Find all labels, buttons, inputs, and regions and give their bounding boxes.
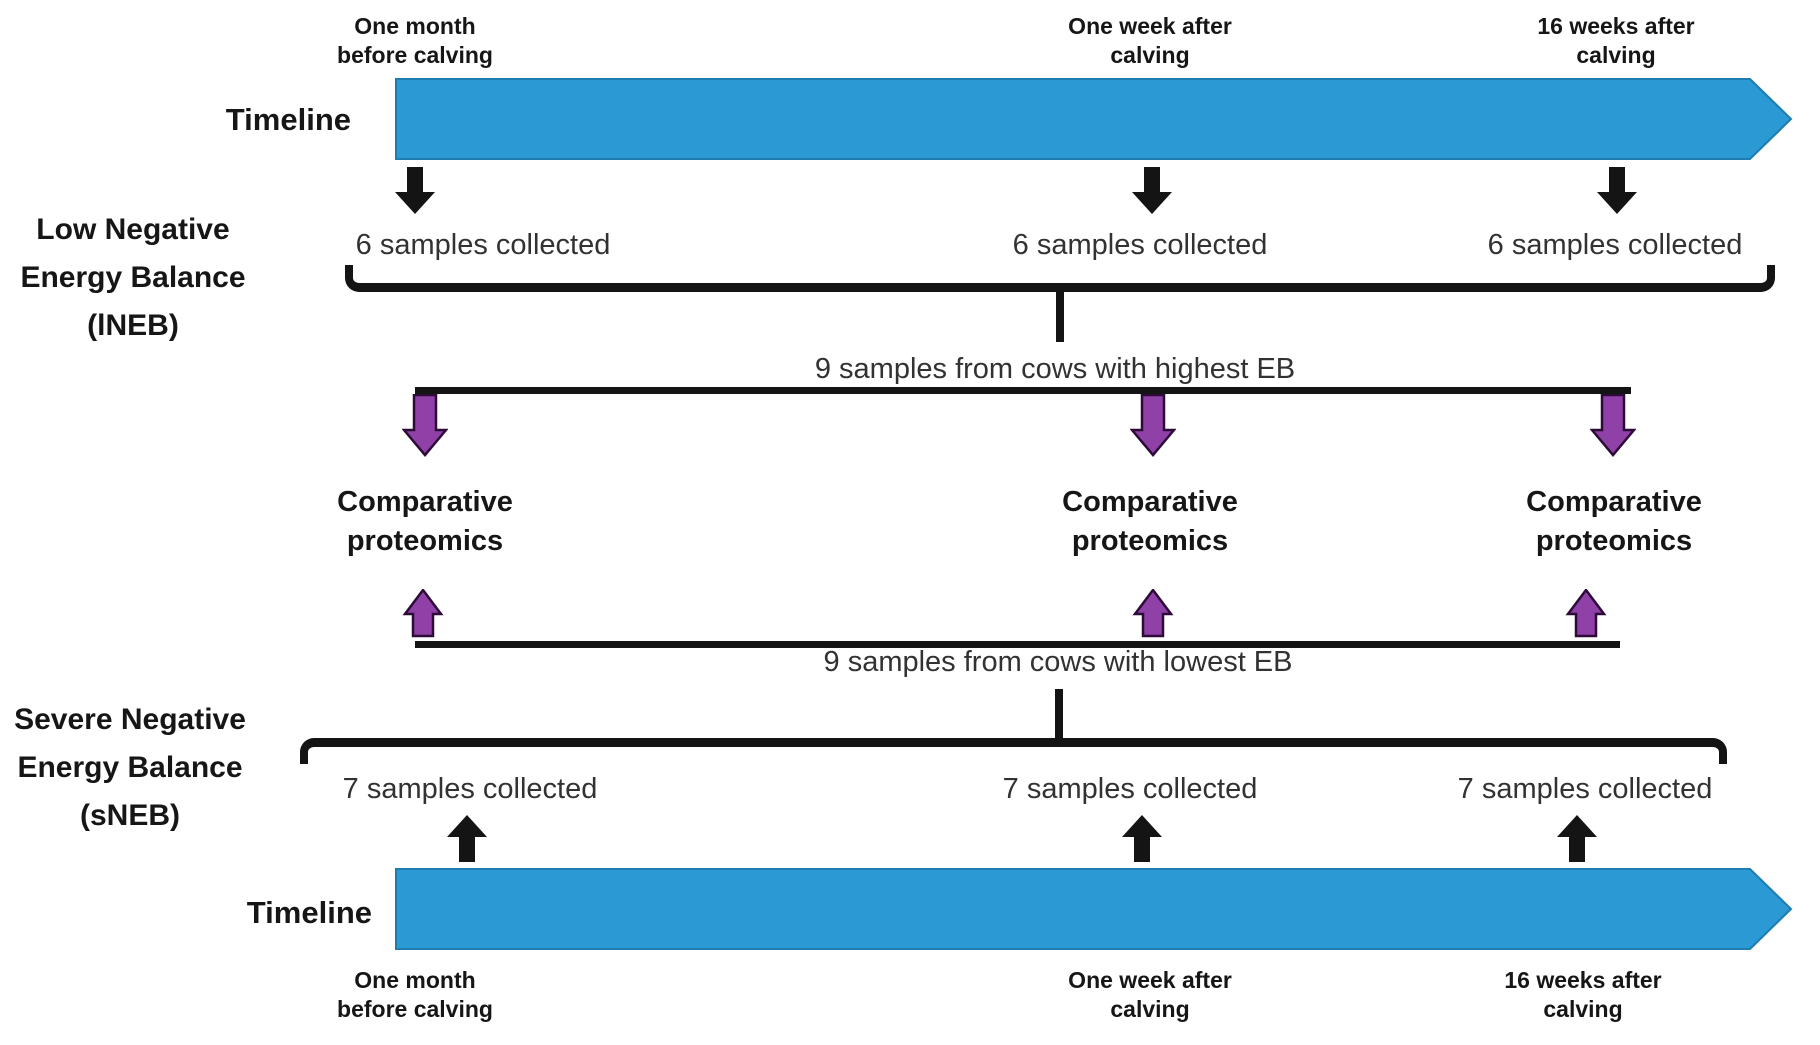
timeline-arrow-bottom	[395, 868, 1793, 950]
sample-arrow-up-3	[1557, 815, 1597, 862]
lneb-samples-note-3: 6 samples collected	[1487, 229, 1743, 261]
sample-arrow-down-2	[1132, 167, 1172, 214]
sample-arrow-down-1	[395, 167, 435, 214]
label-timepoint-top-one-week-after: One week after calving	[1068, 13, 1232, 68]
sneb-pooled-note: 9 samples from cows with lowest EB	[823, 646, 1293, 678]
comparative-proteomics-2: Comparative proteomics	[1062, 486, 1238, 557]
timeline-label-top: Timeline	[225, 102, 351, 137]
pooled-arrow-up-1	[402, 589, 444, 638]
label-timepoint-bottom-one-week-after: One week after calving	[1068, 967, 1232, 1022]
highest-eb-line	[415, 387, 1631, 394]
pooled-arrow-down-3	[1590, 394, 1636, 457]
sneb-samples-note-2: 7 samples collected	[1002, 773, 1258, 805]
lneb-samples-note-2: 6 samples collected	[1012, 229, 1268, 261]
lneb-bracket	[345, 265, 1775, 292]
comparative-proteomics-1: Comparative proteomics	[337, 486, 513, 557]
sneb-samples-note-1: 7 samples collected	[342, 773, 598, 805]
pooled-arrow-down-1	[402, 394, 448, 457]
lneb-bracket-tick	[1056, 290, 1064, 342]
sneb-samples-note-3: 7 samples collected	[1457, 773, 1713, 805]
label-timepoint-bottom-16-weeks-after: 16 weeks after calving	[1504, 967, 1662, 1022]
timeline-label-bottom: Timeline	[246, 895, 372, 930]
sample-arrow-up-2	[1122, 815, 1162, 862]
sneb-bracket	[300, 738, 1727, 764]
sample-arrow-up-1	[447, 815, 487, 862]
lneb-samples-note-1: 6 samples collected	[355, 229, 611, 261]
label-timepoint-top-16-weeks-after: 16 weeks after calving	[1537, 13, 1695, 68]
pooled-arrow-up-3	[1565, 589, 1607, 638]
label-timepoint-top-one-month-before: One month before calving	[337, 13, 493, 68]
label-timepoint-bottom-one-month-before: One month before calving	[337, 967, 493, 1022]
lneb-group-label: Low Negative Energy Balance (lNEB)	[20, 213, 246, 342]
sample-arrow-down-3	[1597, 167, 1637, 214]
lneb-pooled-note: 9 samples from cows with highest EB	[814, 353, 1296, 385]
sneb-group-label: Severe Negative Energy Balance (sNEB)	[14, 703, 246, 832]
pooled-arrow-up-2	[1132, 589, 1174, 638]
lowest-eb-line	[415, 641, 1620, 648]
comparative-proteomics-3: Comparative proteomics	[1526, 486, 1702, 557]
sneb-bracket-tick	[1055, 689, 1063, 740]
pooled-arrow-down-2	[1130, 394, 1176, 457]
timeline-arrow-top	[395, 78, 1793, 160]
